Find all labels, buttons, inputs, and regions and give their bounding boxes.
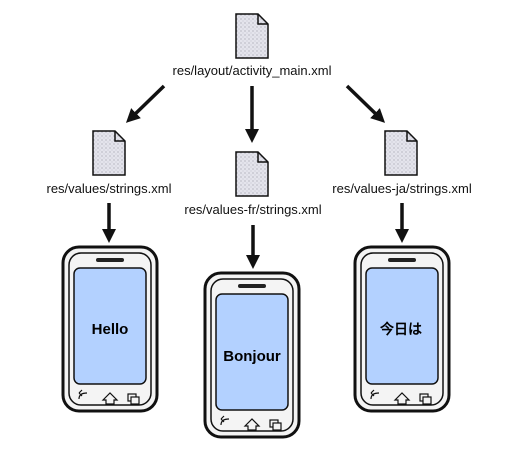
branch-file-label: res/values-fr/strings.xml <box>184 202 321 217</box>
recents-icon <box>269 419 282 431</box>
document-icon <box>384 130 418 176</box>
back-icon <box>370 389 380 400</box>
home-icon <box>101 392 119 405</box>
root-file-label: res/layout/activity_main.xml <box>173 63 332 78</box>
phone-icon <box>61 245 159 413</box>
phone-icon <box>353 245 451 413</box>
document-icon <box>235 13 269 59</box>
arrow-icon <box>125 84 166 123</box>
branch-file-label: res/values/strings.xml <box>47 181 172 196</box>
home-icon <box>243 418 261 431</box>
recents-icon <box>127 393 140 405</box>
screen-text: Hello <box>92 321 129 338</box>
phone-icon <box>203 271 301 439</box>
screen-text: Bonjour <box>223 348 281 365</box>
back-icon <box>220 415 230 426</box>
recents-icon <box>419 393 432 405</box>
branch-file-label: res/values-ja/strings.xml <box>332 181 472 196</box>
document-icon <box>92 130 126 176</box>
document-icon <box>235 151 269 197</box>
home-icon <box>393 392 411 405</box>
screen-text: 今日は <box>379 321 422 337</box>
back-icon <box>78 389 88 400</box>
arrow-icon <box>345 84 386 123</box>
